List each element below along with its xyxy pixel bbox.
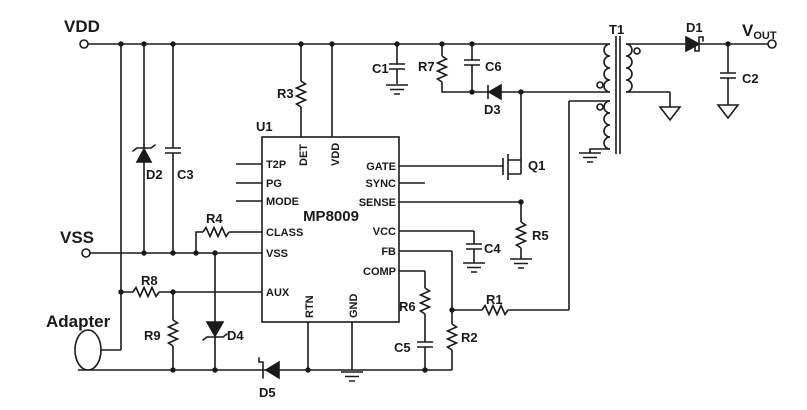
terminal-label-vout: VOUT xyxy=(742,21,777,42)
terminal-label-vdd: VDD xyxy=(64,17,100,36)
capacitor-c2 xyxy=(720,72,736,79)
pin-label-gate: GATE xyxy=(366,161,396,173)
capacitor-c5 xyxy=(417,341,433,348)
earth-ground-c4 xyxy=(463,262,485,273)
resistor-r1 xyxy=(481,303,509,317)
ref-label-r9: R9 xyxy=(144,328,161,343)
pin-label-vss: VSS xyxy=(266,248,288,260)
pin-label-aux: AUX xyxy=(266,287,290,299)
pin-label-sense: SENSE xyxy=(359,197,396,209)
ref-label-r5: R5 xyxy=(532,228,549,243)
ref-label-r7: R7 xyxy=(418,59,435,74)
ic-part-number: MP8009 xyxy=(303,208,359,225)
triangle-ground-c2 xyxy=(716,104,740,120)
phase-dot-aux xyxy=(596,103,604,111)
mosfet-q1 xyxy=(502,154,522,180)
resistor-r4 xyxy=(202,225,230,239)
zener-diode-d4 xyxy=(202,321,228,341)
ref-label-c6: C6 xyxy=(485,59,502,74)
ref-label-c1: C1 xyxy=(372,61,389,76)
diode-d5 xyxy=(258,357,280,380)
resistor-r9 xyxy=(166,319,180,347)
pin-label-comp: COMP xyxy=(363,266,396,278)
earth-ground-r5 xyxy=(510,258,532,269)
vout-subscript: OUT xyxy=(753,30,777,42)
ic-body-u1 xyxy=(261,136,400,323)
pin-label-rtn: RTN xyxy=(304,295,316,318)
ref-label-d3: D3 xyxy=(484,102,501,117)
terminal-label-vss: VSS xyxy=(60,228,94,247)
zener-diode-d2 xyxy=(132,144,156,163)
junction-dots xyxy=(118,41,731,373)
phase-dot-secondary xyxy=(633,47,641,55)
capacitor-c6 xyxy=(464,59,480,66)
wires xyxy=(78,43,768,371)
ref-label-c2: C2 xyxy=(742,71,759,86)
pin-label-fb: FB xyxy=(381,246,396,258)
ref-label-t1: T1 xyxy=(609,22,624,37)
ref-label-d4: D4 xyxy=(227,328,244,343)
earth-ground-c1 xyxy=(386,84,408,95)
ref-label-r8: R8 xyxy=(141,273,158,288)
aux-winding xyxy=(603,100,611,150)
triangle-ground-secondary xyxy=(658,106,682,122)
ref-label-d2: D2 xyxy=(146,167,163,182)
ref-label-c5: C5 xyxy=(394,340,411,355)
pin-label-vcc: VCC xyxy=(373,226,396,238)
terminal-vdd xyxy=(79,39,89,49)
ref-label-r1: R1 xyxy=(486,292,503,307)
resistor-r8 xyxy=(132,285,160,299)
ref-label-d1: D1 xyxy=(686,20,703,35)
vout-base: V xyxy=(742,21,754,40)
ref-label-r6: R6 xyxy=(399,299,416,314)
pin-label-sync: SYNC xyxy=(365,178,396,190)
ref-label-c4: C4 xyxy=(484,241,501,256)
pin-label-mode: MODE xyxy=(266,196,299,208)
terminal-vout xyxy=(767,39,777,49)
earth-ground-gnd-pin xyxy=(341,371,363,382)
transformer-t1 xyxy=(596,36,641,154)
diode-d3 xyxy=(487,83,502,101)
pin-label-vdd-pin: VDD xyxy=(330,143,342,166)
ref-label-r3: R3 xyxy=(277,86,294,101)
earth-ground-aux xyxy=(579,152,601,163)
pin-label-class: CLASS xyxy=(266,227,303,239)
capacitor-c4 xyxy=(466,243,482,250)
ref-label-r4: R4 xyxy=(206,211,223,226)
phase-dot-primary xyxy=(596,81,604,89)
ref-label-c3: C3 xyxy=(177,167,194,182)
pin-label-gnd: GND xyxy=(348,294,360,319)
terminal-vss xyxy=(81,248,91,258)
resistor-r3 xyxy=(294,80,308,108)
resistor-r5 xyxy=(514,221,528,249)
ref-label-q1: Q1 xyxy=(528,158,545,173)
resistor-r7 xyxy=(435,55,449,83)
secondary-winding xyxy=(625,43,633,93)
terminal-label-adapter: Adapter xyxy=(46,312,111,331)
ref-label-r2: R2 xyxy=(461,330,478,345)
primary-winding xyxy=(603,43,611,93)
resistor-r2 xyxy=(445,323,459,351)
pin-label-pg: PG xyxy=(266,178,282,190)
ic-ref-label: U1 xyxy=(256,119,273,134)
adapter-source xyxy=(74,329,102,371)
ref-label-d5: D5 xyxy=(259,385,276,400)
capacitor-c1 xyxy=(389,63,405,70)
diode-d1 xyxy=(685,35,704,53)
pin-label-t2p: T2P xyxy=(266,159,286,171)
resistor-r6 xyxy=(418,287,432,315)
capacitor-c3 xyxy=(165,147,181,154)
pin-label-det: DET xyxy=(298,144,310,166)
